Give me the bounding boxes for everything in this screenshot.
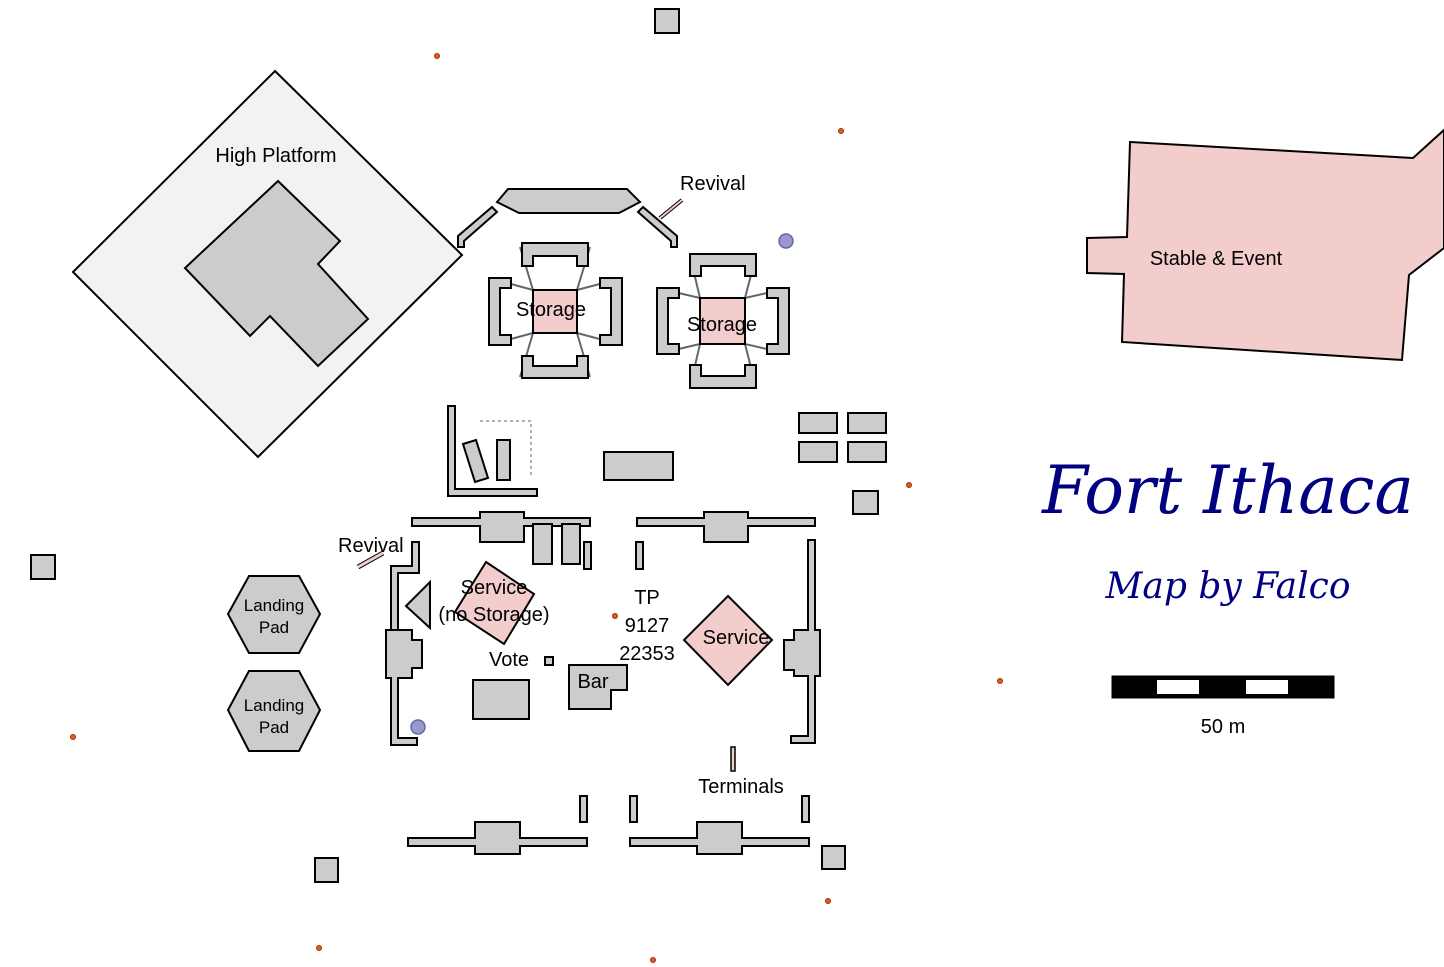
stable-event-label: Stable & Event [1150,248,1283,270]
terminals-label: Terminals [698,776,784,798]
stable-event-building: Stable & Event [1086,128,1444,362]
vote-point: Vote [489,649,554,671]
landing-pad-2-label-line1: Landing [244,696,305,715]
service-no-storage: Service (no Storage) [438,560,550,646]
south-west-block [314,857,339,883]
storage-right: Storage [656,253,790,389]
orb-west [410,719,426,735]
map-subtitle: Map by Falco [1105,566,1351,607]
depot-block [603,451,674,481]
landing-pad-1: Landing Pad [226,575,322,654]
storage-left-label: Storage [516,299,586,321]
west-outpost-block [30,554,56,580]
bar-label: Bar [577,671,608,693]
south-walls [407,795,810,855]
barracks-blocks [798,412,887,463]
landing-pad-1-label-line1: Landing [244,596,305,615]
high-platform: High Platform [71,69,464,459]
perimeter-markers [70,53,1003,963]
workshop-area [447,405,538,497]
service-right-label: Service [703,627,770,649]
map-title: Fort Ithaca [1041,452,1414,529]
teleport-point: TP 9127 22353 [612,587,675,665]
hall-block [472,679,530,720]
guard-block [852,490,879,515]
storage-left: Storage [488,242,623,379]
south-east-block [821,845,846,870]
tp-label: TP [634,587,660,609]
landing-pad-2: Landing Pad [226,670,322,752]
terminals: Terminals [698,746,784,798]
service-right: Service [682,594,774,687]
scale-label: 50 m [1201,716,1245,738]
tp-coord-y: 22353 [619,643,675,665]
bar-building: Bar [568,664,628,710]
landing-pad-2-label-line2: Pad [259,718,289,737]
scale-bar: 50 m [1111,675,1335,738]
landing-pad-1-label-line2: Pad [259,618,289,637]
orb-north [778,233,794,249]
vote-label: Vote [489,649,529,671]
revival-top-label: Revival [680,173,746,195]
revival-left: Revival [338,535,404,570]
service-no-storage-label-line1: Service [461,577,528,599]
storage-right-label: Storage [687,314,757,336]
outpost-block [654,8,680,34]
north-wall [457,188,678,248]
high-platform-label: High Platform [215,145,336,167]
service-no-storage-label-line2: (no Storage) [438,604,549,626]
revival-left-label: Revival [338,535,404,557]
compound-walls [385,511,821,746]
revival-top: Revival [658,173,746,220]
tp-coord-x: 9127 [625,615,670,637]
